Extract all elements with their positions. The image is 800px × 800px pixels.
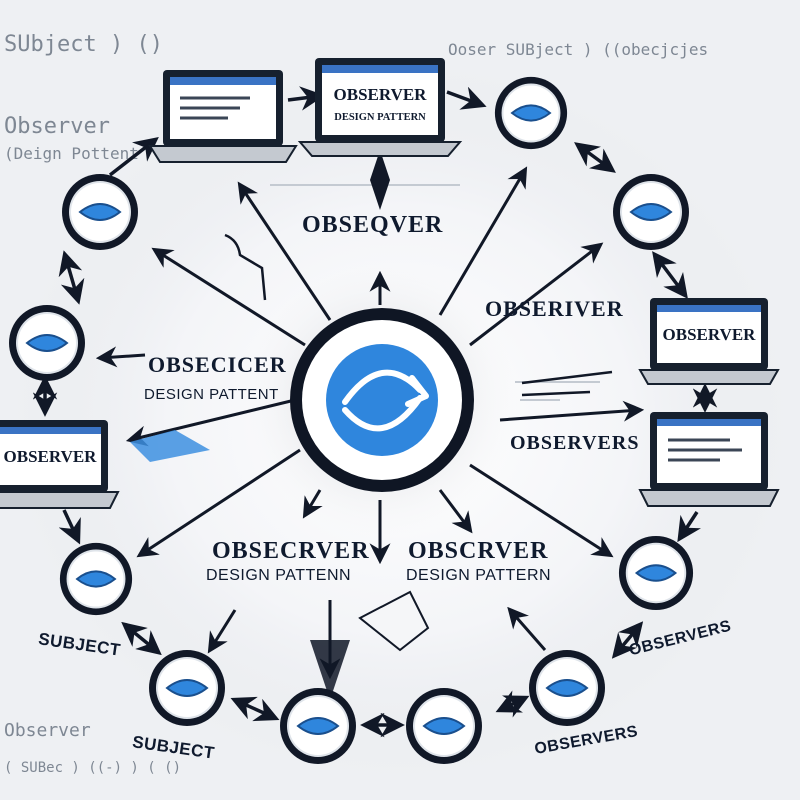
diamond-arrow-top [370, 150, 390, 210]
laptop-top-left [148, 70, 298, 163]
eye-icon [528, 649, 606, 727]
bg-code-object-subject: Ooser SUBject ) ((obecjcjes [448, 40, 709, 59]
ring-connections [32, 86, 718, 738]
label-bottom-right-title: OBSCRVER [408, 538, 549, 564]
laptop-top-title: OBSERVER [334, 85, 428, 104]
laptop-right-lower [638, 412, 780, 507]
bg-code-design-pattern: (Deign Pottent [4, 144, 139, 163]
label-bottom-right-subtitle: DESIGN PATTERN [406, 567, 552, 584]
dash-lines-right [521, 370, 613, 397]
eye-icon [617, 534, 695, 612]
laptop-top-subtitle: DESIGN PATTERN [334, 112, 426, 123]
eye-icon [61, 173, 139, 251]
label-bottom-left-title: OBSECRVER [212, 538, 370, 564]
laptop-right-upper-title: OBSERVER [663, 325, 757, 344]
label-bottom-left-subtitle: DESIGN PATTENN [206, 567, 352, 584]
hub-spokes [95, 166, 645, 680]
glasses-scribble [224, 233, 267, 301]
refresh-cycle-icon [342, 369, 429, 432]
bg-code-observer-bottom: Observer [4, 720, 91, 741]
laptop-left-title: OBSERVER [4, 447, 98, 466]
kite-shape [358, 590, 430, 652]
bg-code-subject: SUbject ) () [4, 32, 163, 57]
label-top-center: OBSEQVER [302, 212, 444, 238]
label-right-mid: OBSERVERS [510, 432, 640, 454]
central-subject-hub [290, 308, 474, 492]
eye-icon [279, 687, 357, 765]
label-left-subtitle: DESIGN PATTENT [144, 386, 279, 403]
eye-icon [405, 687, 483, 765]
bg-code-subject-bottom: ( SUBec ) ((-) ) ( () [4, 760, 182, 776]
label-left-title: OBSECICER [148, 352, 287, 377]
eye-icon [8, 304, 86, 382]
eye-icon [493, 75, 569, 151]
label-right-upper: OBSERIVER [485, 296, 624, 321]
bg-code-observer: Observer [4, 114, 110, 139]
laptop-right-upper: OBSERVER [638, 298, 780, 385]
eye-icon [148, 649, 226, 727]
eye-icon [58, 541, 134, 617]
laptop-top: OBSERVER DESIGN PATTERN [297, 58, 463, 157]
eye-icon [612, 173, 690, 251]
laptop-left: OBSERVER [0, 420, 120, 509]
spike-bottom [310, 640, 350, 700]
blue-pennant [130, 430, 210, 462]
